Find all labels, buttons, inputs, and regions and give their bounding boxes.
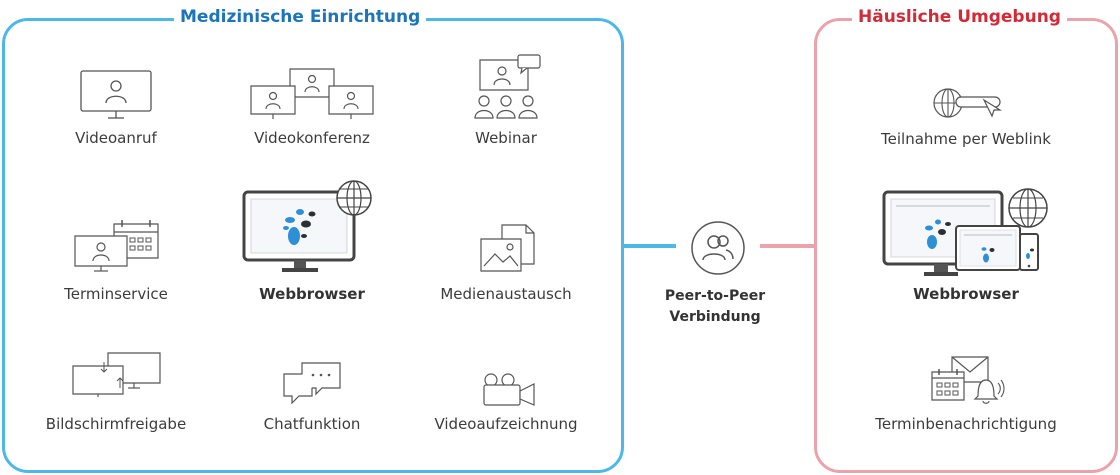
peer-to-peer-label: Peer-to-Peer Verbindung	[640, 286, 790, 328]
weblink-icon	[932, 86, 1004, 120]
label-bildschirmfreigabe: Bildschirmfreigabe	[45, 415, 187, 433]
label-terminbenachrichtigung: Terminbenachrichtigung	[875, 415, 1057, 433]
label-videoanruf: Videoanruf	[75, 129, 157, 147]
screen-sharing-icon	[72, 352, 162, 398]
connector-line-right	[760, 244, 814, 248]
medical-facility-title: Medizinische Einrichtung	[174, 4, 427, 30]
label-chatfunktion: Chatfunktion	[263, 415, 361, 433]
connector-line-left	[624, 244, 676, 248]
label-videoaufzeichnung: Videoaufzeichnung	[434, 415, 578, 433]
label-videokonferenz: Videokonferenz	[254, 129, 370, 147]
media-exchange-icon	[480, 224, 536, 274]
chat-icon	[282, 362, 342, 404]
label-webbrowser-right: Webbrowser	[913, 285, 1019, 303]
label-webinar: Webinar	[475, 129, 537, 147]
video-call-icon	[80, 70, 152, 122]
appointment-service-icon	[74, 218, 160, 272]
peer-to-peer-line1: Peer-to-Peer	[664, 288, 766, 304]
webbrowser-monitor-icon	[242, 178, 372, 272]
users-circle-icon	[690, 220, 746, 276]
multi-device-browser-icon	[882, 186, 1050, 276]
label-webbrowser-left: Webbrowser	[259, 285, 365, 303]
globe-icon	[337, 181, 371, 215]
home-environment-title: Häusliche Umgebung	[852, 4, 1067, 30]
label-teilnahme-weblink: Teilnahme per Weblink	[881, 130, 1051, 148]
label-medienaustausch: Medienaustausch	[440, 285, 572, 303]
appointment-notification-icon	[930, 356, 1006, 406]
logo-icon	[283, 209, 316, 245]
webinar-icon	[472, 54, 544, 120]
video-conference-icon	[250, 68, 374, 120]
label-terminservice: Terminservice	[64, 285, 168, 303]
peer-to-peer-line2: Verbindung	[669, 309, 761, 325]
video-recording-icon	[480, 372, 536, 406]
